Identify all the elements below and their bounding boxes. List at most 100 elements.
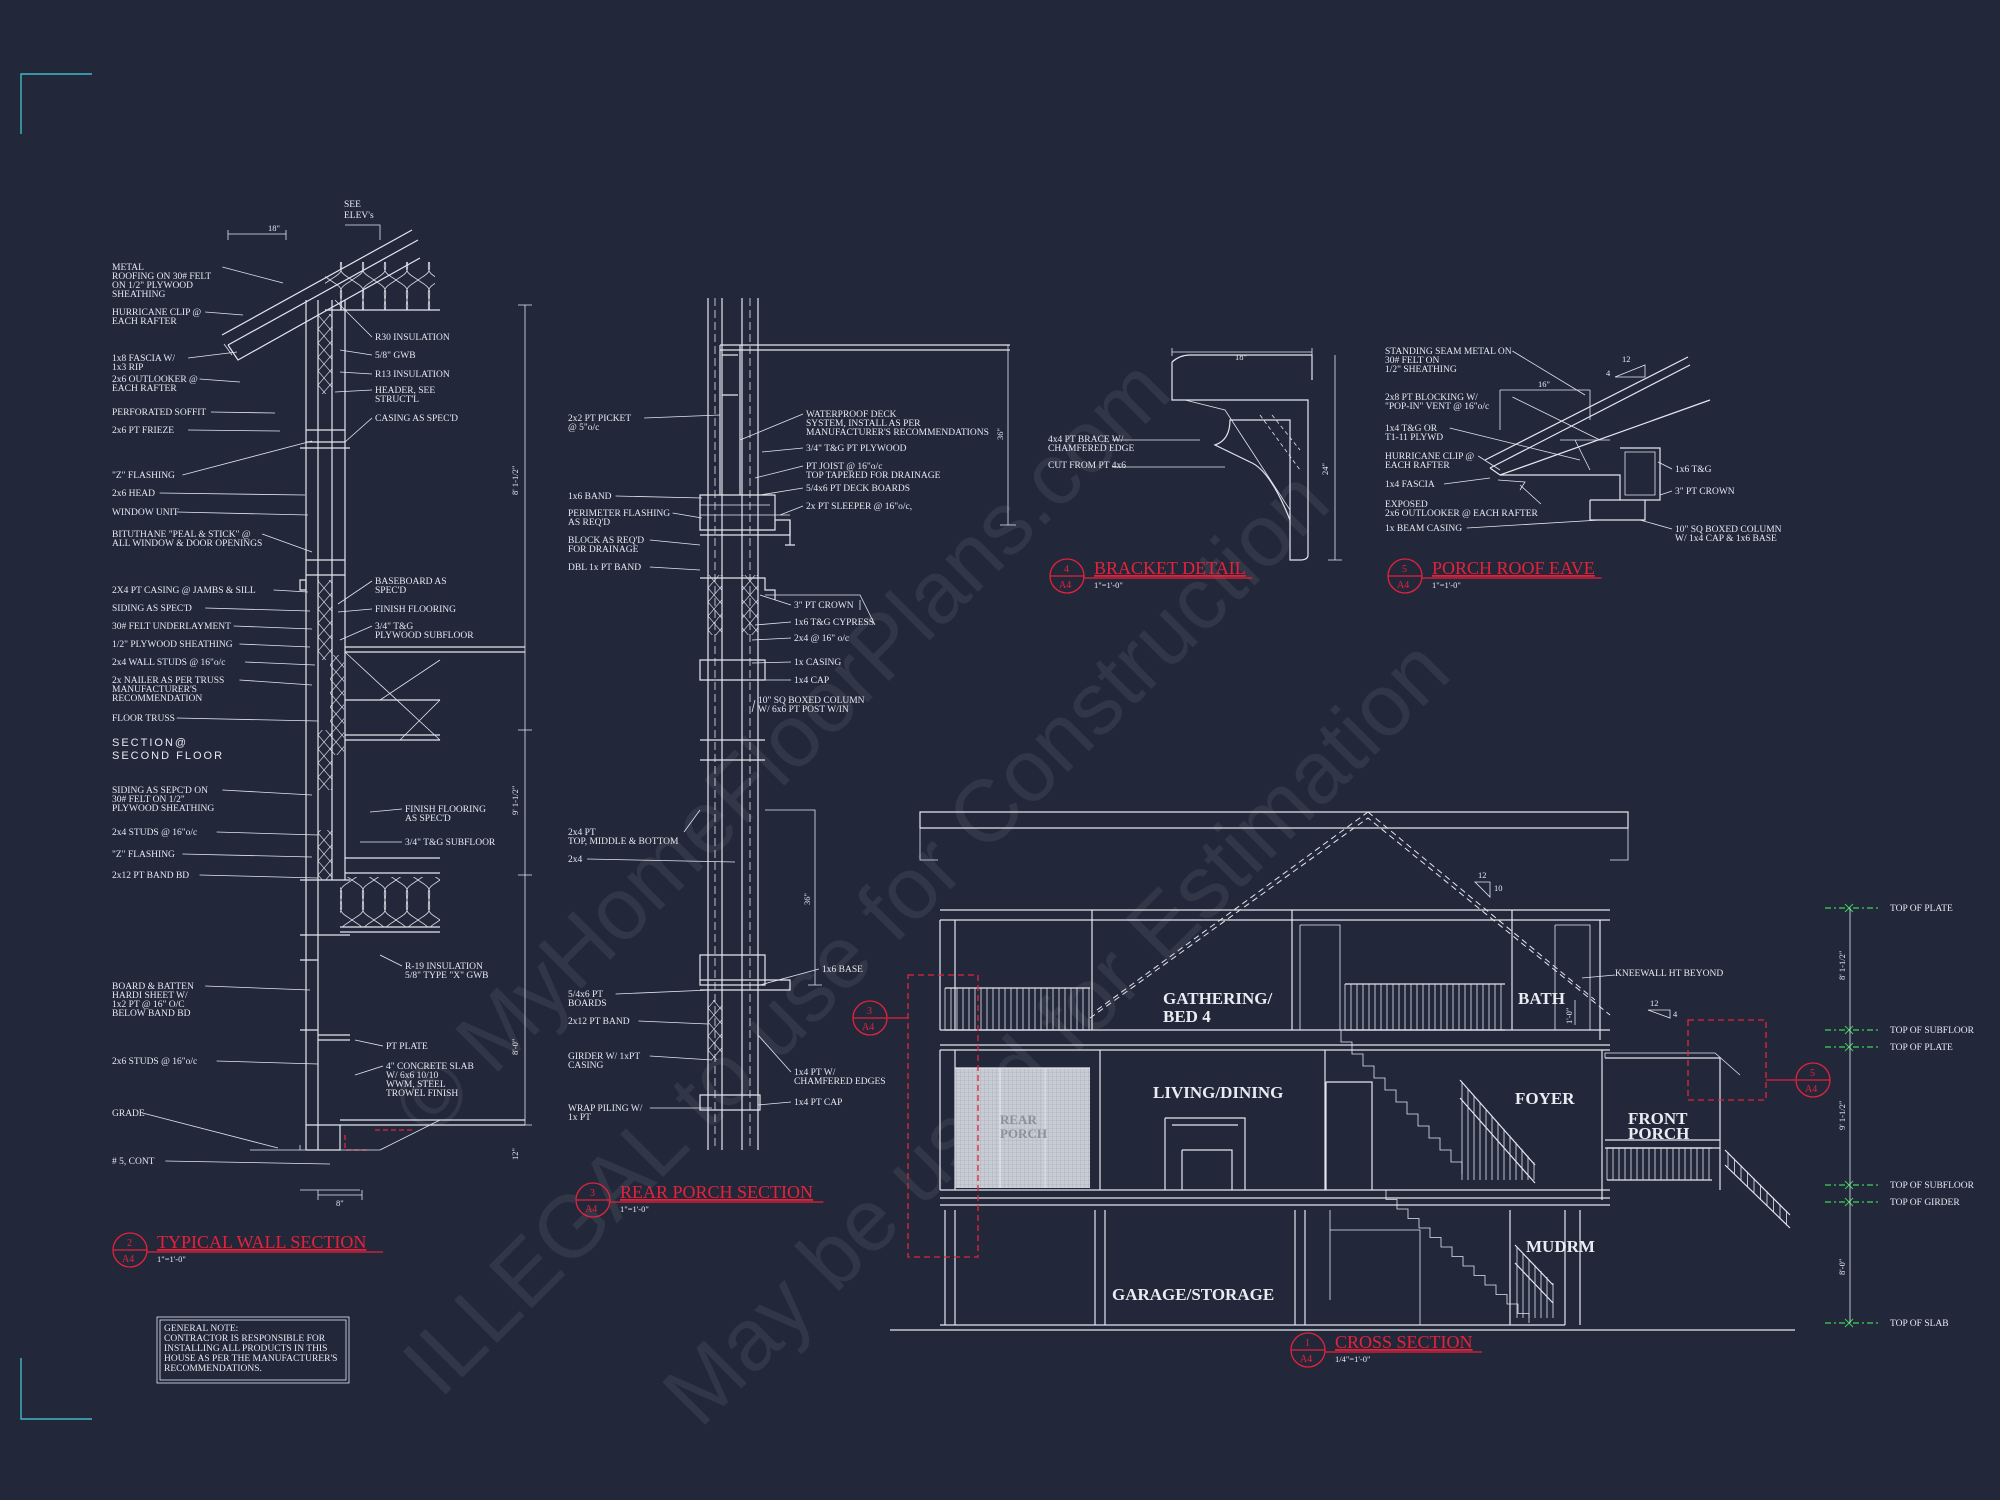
room-foyer: FOYER bbox=[1515, 1089, 1575, 1108]
general-note-line: GENERAL NOTE: bbox=[164, 1324, 238, 1334]
porch-notes-right-10-0: 10" SQ BOXED COLUMN bbox=[758, 696, 865, 706]
bracket-detail-drawing: 18" 24" 4x4 PT BRACE W/CHAMFERED EDGECUT… bbox=[1048, 348, 1342, 561]
wall-notes-left-2-0: 1x8 FASCIA W/ bbox=[112, 354, 175, 364]
leader-line bbox=[751, 637, 792, 641]
second-floor-label-2: SECOND FLOOR bbox=[112, 750, 224, 762]
eave-notes-left-1-1: "POP-IN" VENT @ 16"o/c bbox=[1385, 402, 1489, 412]
leader-line bbox=[1519, 484, 1542, 505]
wall-notes-left-5-0: 2x6 PT FRIEZE bbox=[112, 426, 174, 436]
wall-notes-left-21-2: 1x2 PT @ 16" O/C bbox=[112, 1000, 185, 1010]
eave-notes-right-0-0: 1x6 T&G bbox=[1675, 465, 1712, 475]
wall-notes-right-12-1: W/ 6x6 10/10 bbox=[386, 1071, 438, 1081]
level-tick bbox=[1844, 1318, 1854, 1328]
wall-notes-left-15-2: RECOMMENDATION bbox=[112, 694, 202, 704]
level-tick bbox=[1844, 1180, 1854, 1190]
cs-pitch2-4: 4 bbox=[1673, 1009, 1678, 1019]
callout-number: 5 bbox=[1810, 1068, 1815, 1079]
leader-line bbox=[759, 487, 804, 496]
leader-line bbox=[245, 661, 316, 666]
wall-notes-left-3-1: EACH RAFTER bbox=[112, 384, 177, 394]
leader-line bbox=[751, 661, 792, 664]
porch-notes-left-1-0: 1x6 BAND bbox=[568, 492, 612, 502]
wall-notes-left-17-1: 30# FELT ON 1/2" bbox=[112, 795, 185, 805]
detail-title: CROSS SECTION bbox=[1335, 1332, 1473, 1352]
leader-line bbox=[205, 311, 244, 316]
cs-pitch-10: 10 bbox=[1494, 883, 1503, 893]
porch-notes-left-9-0: GIRDER W/ 1xPT bbox=[568, 1052, 640, 1062]
stair-rail bbox=[1459, 1079, 1536, 1184]
level-label: TOP OF SLAB bbox=[1890, 1319, 1949, 1329]
leader-line bbox=[182, 440, 313, 476]
porch-notes-left-3-1: FOR DRAINAGE bbox=[568, 545, 639, 555]
porch-notes-left-5-1: TOP, MIDDLE & BOTTOM bbox=[568, 837, 679, 847]
wall-notes-right-12-3: TROWEL FINISH bbox=[386, 1089, 458, 1099]
porch-notes-left-2-1: AS REQ'D bbox=[568, 518, 610, 528]
leader-line bbox=[339, 349, 373, 356]
leader-line bbox=[615, 495, 703, 499]
eave-notes-right-1-0: 3" PT CROWN bbox=[1675, 487, 1735, 497]
stair-profile bbox=[1375, 1189, 1530, 1323]
leader-line bbox=[757, 1101, 792, 1106]
room-bath: BATH bbox=[1518, 989, 1565, 1008]
wall-notes-right-3-0: HEADER, SEE bbox=[375, 386, 435, 396]
room-garage-storage: GARAGE/STORAGE bbox=[1112, 1285, 1274, 1304]
leader-line bbox=[369, 808, 403, 813]
wall-notes-left-14-0: 2x4 WALL STUDS @ 16"o/c bbox=[112, 658, 225, 668]
cross-section-drawing: 12 10 12 4 KNEEWALL HT BEYOND 1'-0" GATH… bbox=[888, 811, 1975, 1331]
room-front-porch-2: PORCH bbox=[1628, 1124, 1689, 1143]
general-note-line: RECOMMENDATIONS. bbox=[164, 1364, 262, 1374]
leader-line bbox=[1443, 477, 1491, 485]
dim-eave-16: 16" bbox=[1538, 379, 1550, 389]
wall-notes-left-6-0: "Z" FLASHING bbox=[112, 471, 175, 481]
wall-notes-left-17-2: PLYWOOD SHEATHING bbox=[112, 804, 214, 814]
wall-notes-right-8-1: AS SPEC'D bbox=[405, 814, 451, 824]
leader-line bbox=[339, 625, 373, 641]
detail-sheet: A4 bbox=[1300, 1354, 1312, 1365]
wall-notes-left-15-0: 2x NAILER AS PER TRUSS bbox=[112, 676, 224, 686]
wall-notes-right-5-1: SPEC'D bbox=[375, 586, 406, 596]
leader-line bbox=[339, 371, 373, 375]
leader-line bbox=[1477, 455, 1501, 471]
porch-notes-right-3-0: 5/4x6 PT DECK BOARDS bbox=[806, 484, 910, 494]
room-front-porch-1: FRONT bbox=[1628, 1109, 1688, 1128]
porch-notes-left-6-0: 2x4 bbox=[568, 855, 583, 865]
porch-notes-right-8-0: 1x CASING bbox=[794, 658, 841, 668]
wall-notes-right-12-2: WWM, STEEL bbox=[386, 1080, 446, 1090]
porch-notes-left-3-0: BLOCK AS REQ'D bbox=[568, 536, 644, 546]
wall-notes-left-21-3: BELOW BAND BD bbox=[112, 1009, 191, 1019]
level-label: TOP OF GIRDER bbox=[1890, 1198, 1960, 1208]
wall-notes-right-5-0: BASEBOARD AS bbox=[375, 577, 447, 587]
dim-wall-h3: 8'-0" bbox=[510, 1039, 520, 1055]
eave-notes-left-3-1: EACH RAFTER bbox=[1385, 461, 1450, 471]
porch-notes-right-9-0: 1x4 CAP bbox=[794, 676, 829, 686]
leader-line bbox=[344, 417, 373, 443]
leader-line bbox=[262, 533, 313, 553]
leader-line bbox=[205, 985, 311, 991]
porch-notes-left-10-0: WRAP PILING W/ bbox=[568, 1104, 643, 1114]
leader-line bbox=[739, 413, 804, 441]
wall-notes-left-23-0: GRADE bbox=[112, 1109, 145, 1119]
level-label: TOP OF SUBFLOOR bbox=[1890, 1026, 1975, 1036]
porch-notes-right-13-0: 1x4 PT CAP bbox=[794, 1098, 842, 1108]
porch-notes-left-7-1: BOARDS bbox=[568, 999, 607, 1009]
detail-scale: 1/4"=1'-0" bbox=[1335, 1354, 1370, 1364]
wall-notes-right-10-0: R-19 INSULATION bbox=[405, 962, 483, 972]
room-rear-porch-1: REAR bbox=[1000, 1112, 1037, 1127]
dim-porch-36b: 36" bbox=[802, 893, 812, 905]
wall-notes-right-2-0: R13 INSULATION bbox=[375, 370, 450, 380]
leader-line bbox=[337, 580, 373, 605]
eave-notes-left-3-0: HURRICANE CLIP @ bbox=[1385, 452, 1474, 462]
porch-notes-right-0-2: MANUFACTURER'S RECOMMENDATIONS bbox=[806, 428, 989, 438]
porch-notes-left-0-0: 2x2 PT PICKET bbox=[568, 414, 631, 424]
leader-line bbox=[273, 589, 309, 593]
wall-notes-left-18-0: 2x4 STUDS @ 16"o/c bbox=[112, 828, 197, 838]
wall-notes-left-22-0: 2x6 STUDS @ 16"o/c bbox=[112, 1057, 197, 1067]
rail-caps bbox=[1345, 983, 1505, 1031]
porch-notes-left-0-1: @ 5"o/c bbox=[568, 423, 599, 433]
callout-sheet: A4 bbox=[862, 1022, 874, 1033]
